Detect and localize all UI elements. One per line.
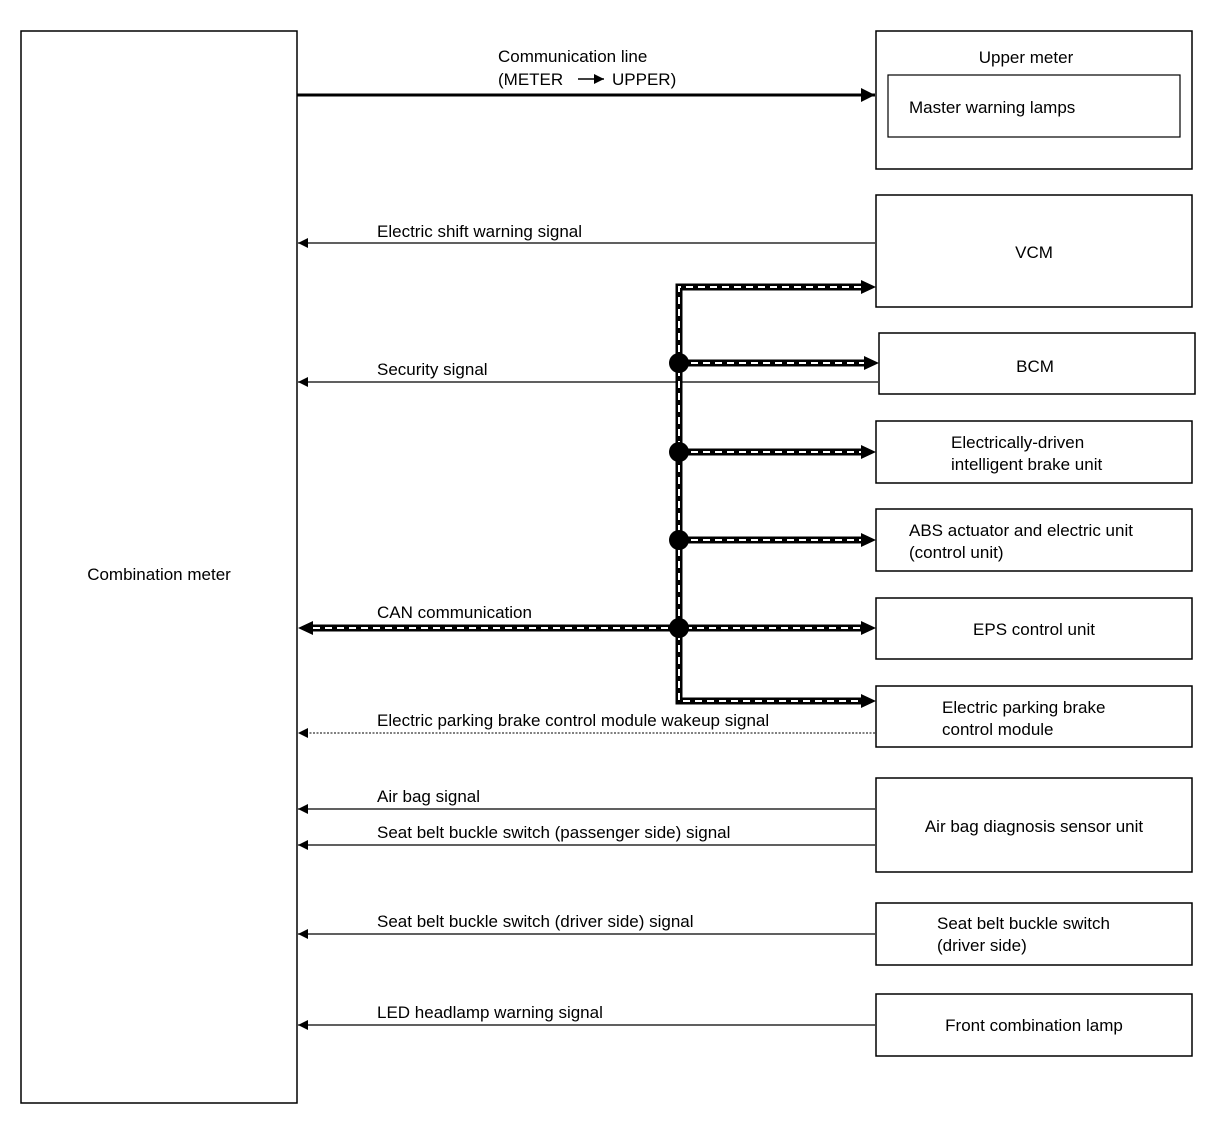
epb-module-label-line2: control module	[942, 720, 1054, 739]
can-communication-label: CAN communication	[377, 603, 532, 622]
brake-unit-label-line2: intelligent brake unit	[951, 455, 1102, 474]
can-junctions	[669, 353, 689, 638]
front-lamp-label: Front combination lamp	[945, 1016, 1123, 1035]
seatbelt-switch-label-line2: (driver side)	[937, 936, 1027, 955]
vcm-label: VCM	[1015, 243, 1053, 262]
can-bus: CAN communication	[298, 280, 879, 708]
master-warning-lamps-label: Master warning lamps	[909, 98, 1075, 117]
abs-unit-box: ABS actuator and electric unit (control …	[875, 508, 1193, 572]
airbag-unit-label: Air bag diagnosis sensor unit	[925, 817, 1144, 836]
combination-meter-box: Combination meter	[20, 30, 298, 1104]
upper-meter-box: Upper meter Master warning lamps	[875, 30, 1193, 170]
combination-meter-label: Combination meter	[87, 565, 231, 584]
signal-lines: Electric shift warning signal Security s…	[298, 222, 878, 1030]
bcm-box: BCM	[878, 332, 1196, 395]
shift-signal-label: Electric shift warning signal	[377, 222, 582, 241]
airbag-unit-box: Air bag diagnosis sensor unit	[875, 777, 1193, 873]
vcm-box: VCM	[875, 194, 1193, 308]
epb-module-box: Electric parking brake control module	[875, 685, 1193, 748]
communication-line: Communication line (METER UPPER)	[297, 47, 875, 102]
bcm-label: BCM	[1016, 357, 1054, 376]
security-signal-label: Security signal	[377, 360, 488, 379]
epb-module-label-line1: Electric parking brake	[942, 698, 1105, 717]
front-lamp-box: Front combination lamp	[875, 993, 1193, 1057]
communication-line-direction-left: (METER	[498, 70, 563, 89]
abs-unit-label-line2: (control unit)	[909, 543, 1003, 562]
brake-unit-label-line1: Electrically-driven	[951, 433, 1084, 452]
eps-unit-box: EPS control unit	[875, 597, 1193, 660]
seatbelt-switch-box: Seat belt buckle switch (driver side)	[875, 902, 1193, 966]
epb-wakeup-signal-label: Electric parking brake control module wa…	[377, 711, 769, 730]
communication-line-direction-right: UPPER)	[612, 70, 676, 89]
abs-unit-label-line1: ABS actuator and electric unit	[909, 521, 1133, 540]
master-warning-lamps-box	[887, 74, 1181, 138]
upper-meter-title: Upper meter	[979, 48, 1074, 67]
seatbelt-passenger-signal-label: Seat belt buckle switch (passenger side)…	[377, 823, 730, 842]
seatbelt-switch-label-line1: Seat belt buckle switch	[937, 914, 1110, 933]
airbag-signal-label: Air bag signal	[377, 787, 480, 806]
can-arrowheads	[298, 280, 879, 708]
led-headlamp-signal-label: LED headlamp warning signal	[377, 1003, 603, 1022]
seatbelt-driver-signal-label: Seat belt buckle switch (driver side) si…	[377, 912, 694, 931]
brake-unit-box: Electrically-driven intelligent brake un…	[875, 420, 1193, 484]
communication-line-label: Communication line	[498, 47, 647, 66]
eps-unit-label: EPS control unit	[973, 620, 1095, 639]
